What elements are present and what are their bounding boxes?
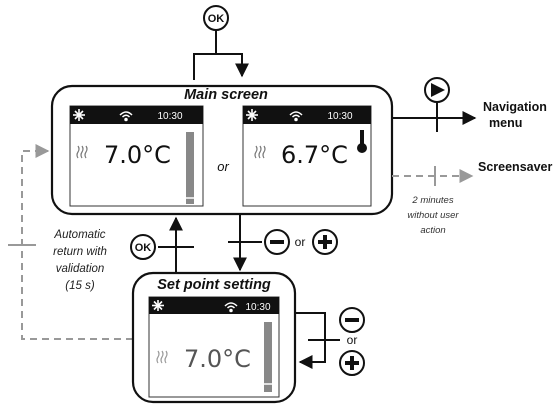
- screensaver-label: Screensaver: [478, 160, 553, 174]
- plus-button-top[interactable]: [312, 229, 338, 255]
- plus-button-side[interactable]: [339, 350, 365, 376]
- play-icon: [431, 83, 445, 97]
- minus-icon: [270, 240, 284, 244]
- auto-return-label-4: (15 s): [65, 280, 95, 292]
- minus-icon: [345, 318, 359, 322]
- snowflake-icon: [152, 300, 164, 311]
- ok-icon: OK: [135, 242, 152, 254]
- auto-return-label-1: Automatic: [53, 229, 105, 241]
- navigation-branch: Navigation menu: [392, 77, 547, 132]
- ok-icon: OK: [208, 13, 225, 25]
- heater-icon: [76, 145, 88, 159]
- timeout-label-1: 2 minutes: [411, 195, 453, 206]
- ok-button-top[interactable]: OK: [203, 5, 229, 31]
- main-screen: Main screen 10:30 7.0°C or: [50, 84, 394, 216]
- setpoint-temperature: 7.0°C: [184, 345, 251, 373]
- snowflake-icon: [246, 109, 258, 121]
- setpoint-title: Set point setting: [157, 277, 271, 293]
- main-screen-title: Main screen: [184, 87, 268, 103]
- setpoint-screen: Set point setting 10:30 7.0°C: [131, 271, 297, 404]
- or-side: or: [347, 333, 358, 347]
- auto-return-label-2: return with: [53, 246, 107, 258]
- display-right: 10:30 6.7°C: [242, 105, 372, 207]
- display-separator: or: [217, 159, 229, 174]
- or-minus-plus: or: [295, 235, 306, 249]
- setpoint-time: 10:30: [245, 302, 270, 313]
- wifi-icon: [119, 111, 133, 122]
- navigation-label-1: Navigation: [483, 100, 547, 114]
- snowflake-icon: [73, 109, 85, 121]
- ok-loop-top: OK: [193, 5, 249, 80]
- thermometer-icon: [357, 130, 367, 153]
- adjust-entry: or: [228, 214, 338, 272]
- minus-button-top[interactable]: [264, 229, 290, 255]
- heater-icon: [254, 145, 266, 159]
- display-left-temperature: 7.0°C: [104, 141, 171, 169]
- ok-return: OK: [130, 216, 194, 272]
- display-setpoint: 10:30 7.0°C: [148, 296, 280, 398]
- display-right-time: 10:30: [327, 111, 352, 122]
- timeout-label-3: action: [420, 225, 445, 236]
- wifi-icon: [224, 302, 238, 313]
- ok-button-mid[interactable]: OK: [130, 234, 156, 260]
- wifi-icon: [289, 111, 303, 122]
- heater-icon: [156, 350, 168, 364]
- level-bar-left: [185, 132, 195, 204]
- adjust-loop: or: [295, 307, 365, 376]
- display-left-time: 10:30: [157, 111, 182, 122]
- play-button[interactable]: [424, 77, 450, 103]
- level-bar-setpoint: [263, 322, 273, 392]
- plus-icon: [345, 356, 359, 370]
- plus-icon: [318, 235, 332, 249]
- display-left: 10:30 7.0°C: [69, 105, 204, 207]
- navigation-label-2: menu: [489, 116, 522, 130]
- minus-button-side[interactable]: [339, 307, 365, 333]
- display-right-temperature: 6.7°C: [281, 141, 348, 169]
- timeout-label-2: without user: [407, 210, 459, 221]
- screensaver-branch: Screensaver 2 minutes without user actio…: [392, 160, 553, 236]
- auto-return-loop: Automatic return with validation (15 s): [8, 144, 133, 340]
- auto-return-label-3: validation: [56, 263, 105, 275]
